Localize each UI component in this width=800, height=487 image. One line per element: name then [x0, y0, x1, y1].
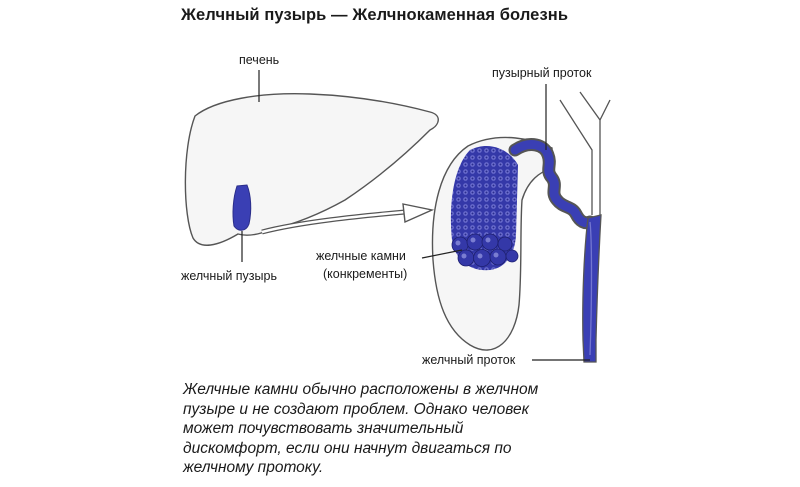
label-bile-duct: желчный проток	[422, 353, 516, 367]
hepatic-duct-right	[579, 91, 601, 215]
caption-line: может почувствовать значительный	[183, 420, 464, 437]
label-liver: печень	[239, 53, 280, 67]
label-gallbladder: желчный пузырь	[181, 269, 277, 283]
caption-line: желчному протоку.	[183, 459, 324, 476]
caption-line: пузыре и не создают проблем. Однако чело…	[183, 400, 529, 418]
large-gallstones	[451, 233, 519, 267]
label-gallstones-sub: (конкременты)	[323, 267, 408, 281]
caption-line: Желчные камни обычно расположены в желчн…	[183, 381, 539, 398]
small-gallbladder	[232, 184, 252, 231]
diagram-title: Желчный пузырь — Желчнокаменная болезнь	[181, 6, 569, 24]
arrow-head	[402, 203, 435, 224]
gallstones-pointer	[421, 249, 463, 259]
arrow-shaft-inner	[261, 210, 406, 234]
label-gallstones: желчные камни	[316, 249, 406, 263]
caption-line: дискомфорт, если они начнут двигаться по	[183, 439, 512, 457]
hepatic-duct-left	[559, 99, 593, 215]
label-cystic-duct: пузырный проток	[492, 66, 592, 80]
caption: Желчные камни обычно расположены в желчн…	[183, 380, 603, 478]
